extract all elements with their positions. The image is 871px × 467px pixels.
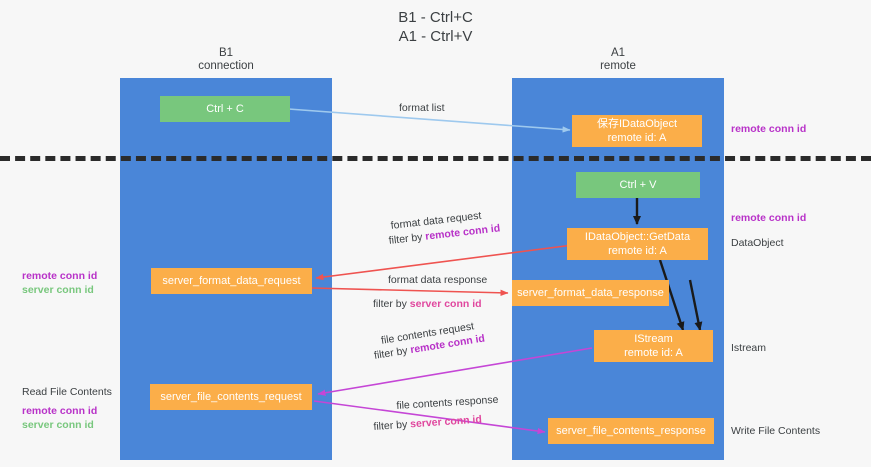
annotation-right-dataobject: DataObject bbox=[731, 237, 784, 249]
node-idataobject-getdata[interactable]: IDataObject::GetData remote id: A bbox=[567, 228, 708, 260]
annotation-left-server-conn-id-2: server conn id bbox=[22, 419, 94, 431]
node-server-format-data-response[interactable]: server_format_data_response bbox=[512, 280, 669, 306]
filter-prefix: filter by bbox=[373, 298, 410, 310]
wire-getdata-to-istream bbox=[658, 259, 685, 331]
node-server-format-data-response-label: server_format_data_response bbox=[517, 287, 664, 299]
annotation-left-remote-conn-id-2: remote conn id bbox=[22, 405, 98, 417]
edge-label-format-data-response: format data response bbox=[388, 273, 487, 287]
diagram-title: B1 - Ctrl+C A1 - Ctrl+V bbox=[398, 9, 473, 45]
annotation-left-server-conn-id: server conn id bbox=[22, 284, 94, 296]
node-istream[interactable]: IStream remote id: A bbox=[594, 330, 713, 362]
node-server-file-contents-response-label: server_file_contents_response bbox=[556, 425, 706, 437]
annotation-right-remote-conn-id-top: remote conn id bbox=[731, 123, 807, 135]
node-istream-remote-id: remote id: A bbox=[624, 347, 683, 359]
phase-divider bbox=[0, 156, 871, 161]
node-save-idataobject-remote-id: remote id: A bbox=[607, 132, 667, 144]
node-save-idataobject-label: 保存IDataObject bbox=[596, 118, 678, 130]
node-idataobject-getdata-remote-id: remote id: A bbox=[608, 245, 667, 257]
node-server-file-contents-request-label: server_file_contents_request bbox=[160, 391, 302, 403]
edge-label-format-data-response-filter: filter by server conn id bbox=[373, 297, 482, 311]
column-header-a1: A1 remote bbox=[600, 47, 636, 72]
annotation-right-write-file-contents: Write File Contents bbox=[731, 425, 821, 437]
node-istream-label: IStream bbox=[634, 333, 673, 345]
edge-label-format-list: format list bbox=[399, 102, 445, 114]
annotation-right-istream: Istream bbox=[731, 342, 767, 354]
wire-format-response-to-istream bbox=[688, 279, 703, 331]
node-server-file-contents-response[interactable]: server_file_contents_response bbox=[548, 418, 714, 444]
node-server-format-data-request-label: server_format_data_request bbox=[162, 275, 301, 287]
wire-file-contents-request bbox=[317, 347, 593, 396]
wire-format-data-response bbox=[311, 287, 509, 297]
annotation-left-remote-conn-id: remote conn id bbox=[22, 270, 98, 282]
wire-file-contents-response bbox=[313, 400, 546, 435]
node-server-file-contents-request[interactable]: server_file_contents_request bbox=[150, 384, 312, 410]
node-ctrl-v[interactable]: Ctrl + V bbox=[576, 172, 700, 198]
edge-label-format-data-response-text: format data response bbox=[388, 274, 488, 286]
node-save-idataobject[interactable]: 保存IDataObject remote id: A bbox=[572, 115, 702, 147]
node-idataobject-getdata-label: IDataObject::GetData bbox=[584, 231, 691, 243]
wire-format-list bbox=[274, 107, 571, 133]
node-ctrl-v-label: Ctrl + V bbox=[619, 179, 657, 191]
annotation-left-read-file-contents: Read File Contents bbox=[22, 386, 112, 398]
filter-prefix: filter by bbox=[373, 418, 411, 433]
node-ctrl-c[interactable]: Ctrl + C bbox=[160, 96, 290, 122]
column-header-b1: B1 connection bbox=[198, 47, 254, 72]
annotation-right-remote-conn-id-mid: remote conn id bbox=[731, 212, 807, 224]
node-server-format-data-request[interactable]: server_format_data_request bbox=[151, 268, 312, 294]
filter-value-server-conn-id: server conn id bbox=[409, 298, 482, 310]
node-ctrl-c-label: Ctrl + C bbox=[206, 103, 244, 115]
wire-format-data-request bbox=[315, 244, 574, 281]
